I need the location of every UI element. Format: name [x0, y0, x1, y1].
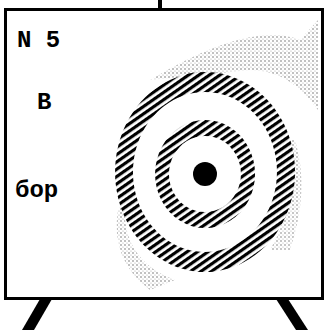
- screen-text: N 5: [17, 29, 60, 53]
- tv-screen: N 5 Bбор: [4, 8, 324, 300]
- atom-picture: [115, 20, 318, 290]
- screen-text: B: [37, 91, 51, 115]
- tv-leg: [22, 299, 52, 330]
- tv-leg: [276, 299, 308, 330]
- screen-text: бор: [15, 179, 58, 203]
